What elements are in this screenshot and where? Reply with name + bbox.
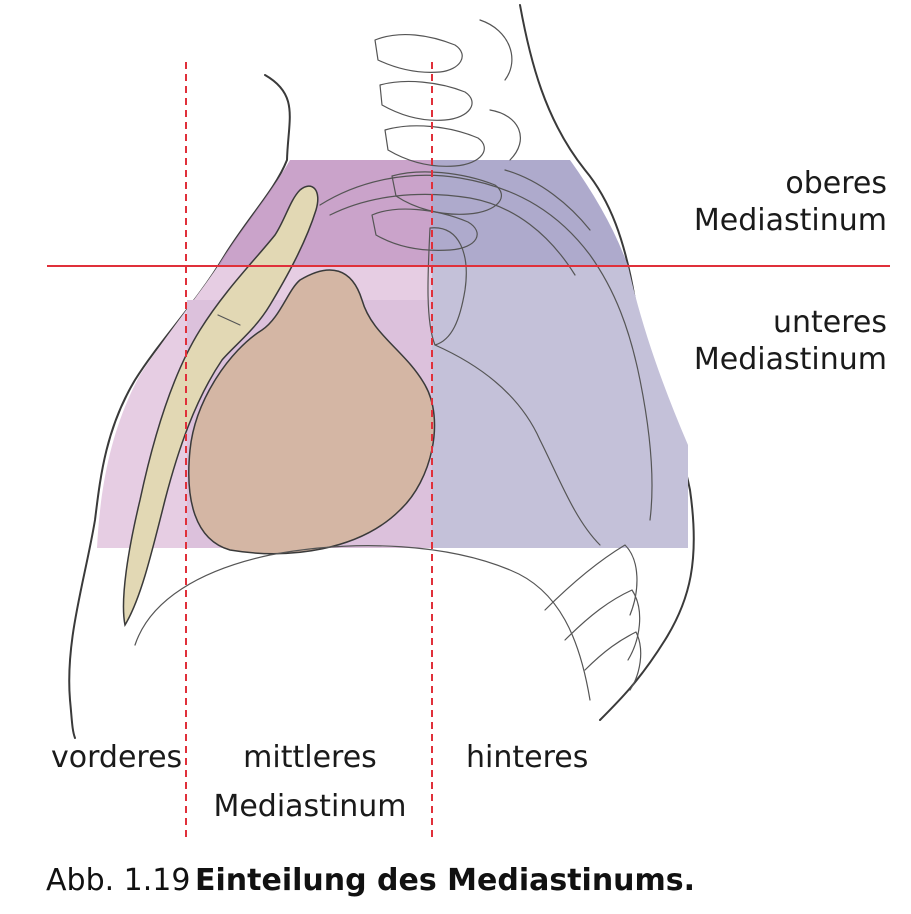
label-upper-2: Mediastinum — [694, 203, 887, 238]
label-middle-1: mittleres — [243, 740, 377, 775]
sternum — [122, 185, 319, 628]
diaphragm — [134, 545, 591, 701]
sternal-angle — [217, 314, 241, 326]
label-lower-1: unteres — [773, 305, 887, 340]
label-middle-2: Mediastinum — [213, 789, 406, 824]
label-posterior: hinteres — [466, 740, 588, 775]
clavicle-line — [319, 174, 653, 521]
label-upper-1: oberes — [785, 166, 887, 201]
costal-margin-3 — [584, 631, 642, 691]
pleura-line — [434, 344, 601, 546]
vertebral-column — [371, 19, 591, 346]
label-anterior: vorderes — [51, 740, 182, 775]
chest-contour — [68, 74, 291, 739]
lower-mediastinum-posterior — [432, 266, 688, 548]
heart — [188, 269, 436, 555]
upper-mediastinum-anterior — [218, 160, 432, 266]
rib-line — [329, 193, 576, 276]
caption-number: Abb. 1.19 — [46, 863, 190, 898]
upper-mediastinum-posterior — [432, 160, 628, 266]
costal-margin-2 — [564, 589, 641, 661]
label-lower-2: Mediastinum — [694, 342, 887, 377]
costal-margin-1 — [544, 544, 638, 616]
caption-text: Einteilung des Mediastinums. — [195, 863, 695, 898]
